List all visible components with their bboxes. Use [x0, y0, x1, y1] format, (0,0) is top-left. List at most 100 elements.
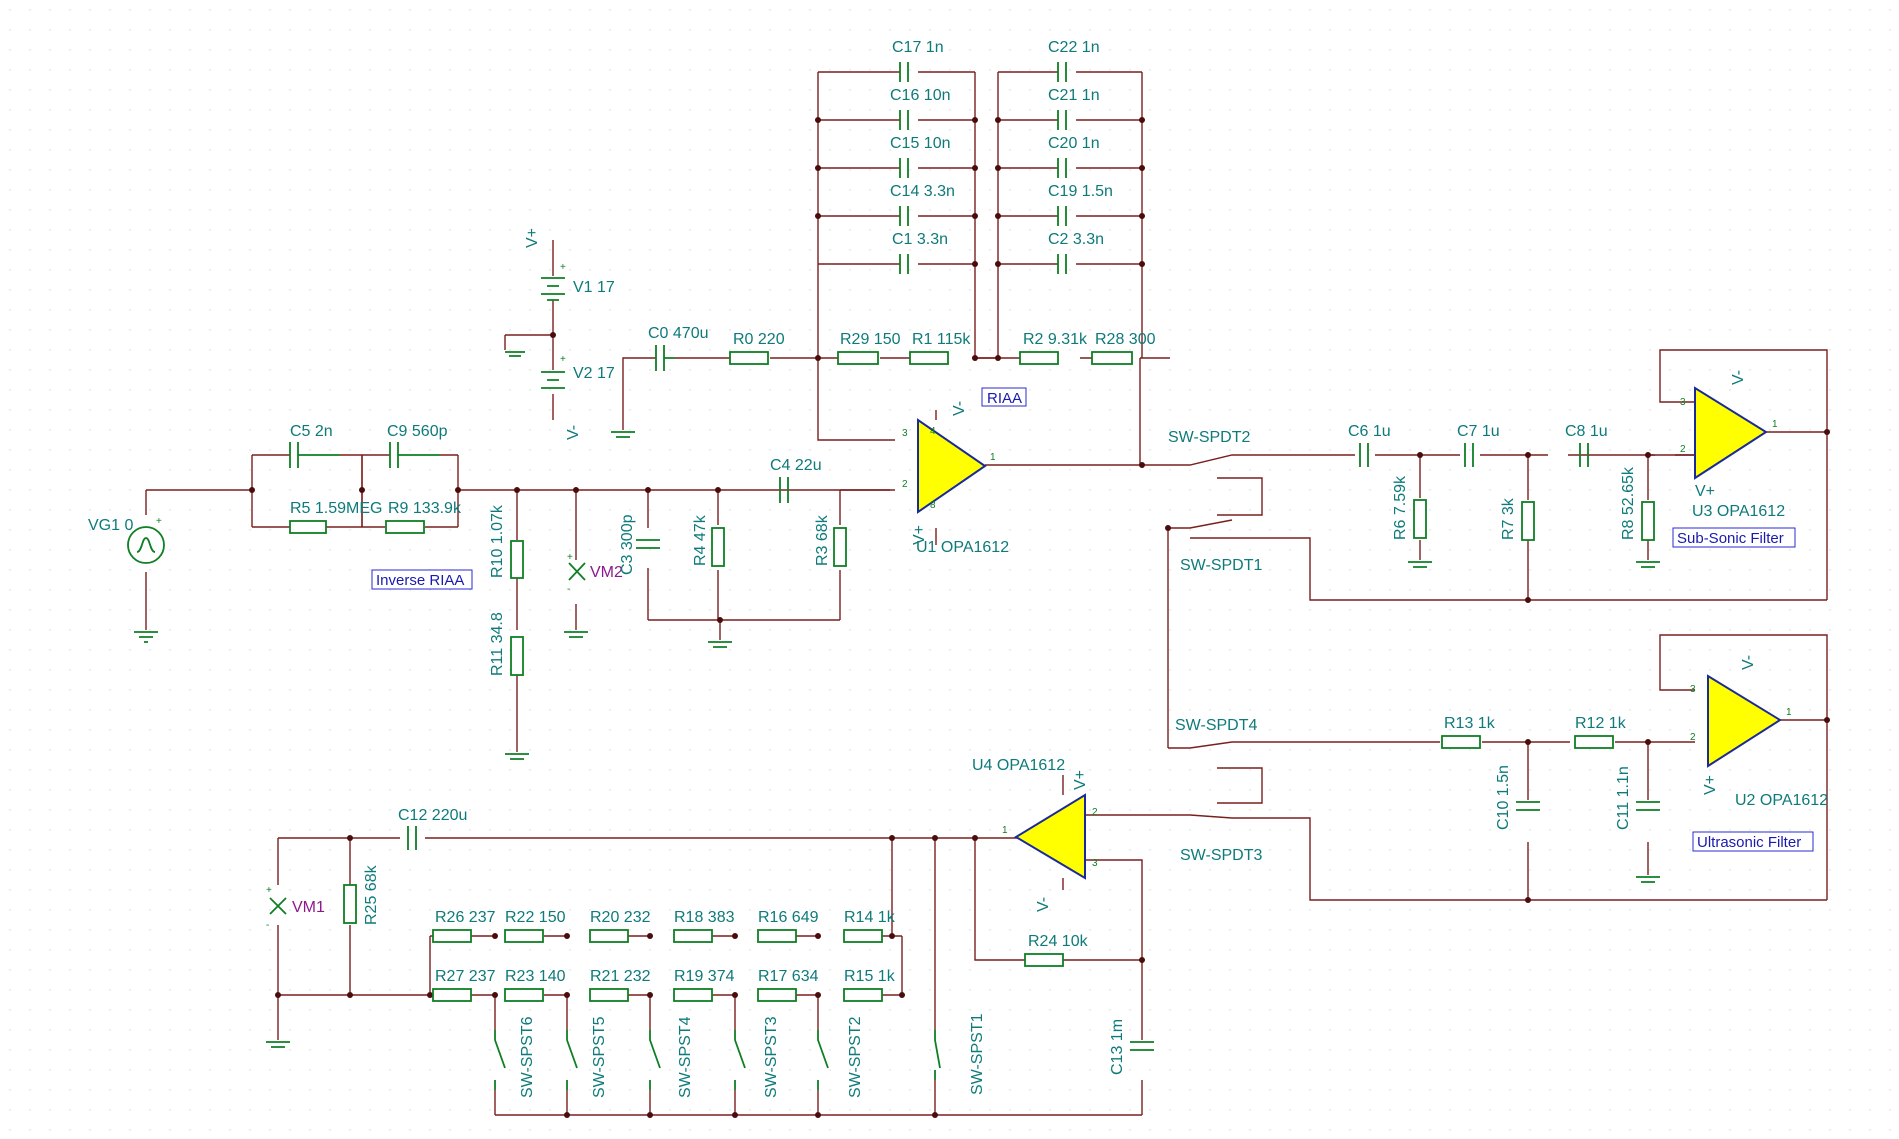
resistor-r10: [510, 540, 524, 579]
resistor-r2: [1019, 351, 1059, 365]
r20-label: R20 232: [590, 909, 651, 926]
r14-label: R14 1k: [844, 909, 896, 926]
resistor-r1: [909, 351, 949, 365]
sw-spdt3-label: SW-SPDT3: [1180, 847, 1262, 864]
sw-spst6-label: SW-SPST6: [519, 1016, 536, 1098]
r25-label: R25 68k: [363, 864, 380, 925]
sw-spst5-label: SW-SPST5: [591, 1016, 608, 1098]
resistor-r5: [289, 520, 327, 534]
rail-vminus-u1: V-: [951, 401, 968, 416]
r12-label: R12 1k: [1575, 715, 1627, 732]
ground-symbols: [134, 351, 1660, 1048]
capacitor-c0: [655, 345, 675, 371]
svg-text:3: 3: [1680, 397, 1686, 408]
r1-label: R1 115k: [912, 331, 971, 348]
r7-label: R7 3k: [1500, 497, 1517, 540]
r0-label: R0 220: [733, 331, 785, 348]
resistor-r24: [1024, 953, 1064, 967]
switch-spst1: [934, 1030, 941, 1080]
inverse-riaa-block-label: Inverse RIAA: [376, 572, 464, 589]
capacitor-c13: [1130, 1041, 1154, 1051]
c11-label: C11 1.1n: [1615, 766, 1632, 830]
subsonic-block-label: Sub-Sonic Filter: [1677, 530, 1784, 547]
riaa-block-label: RIAA: [987, 390, 1022, 407]
resistor-r4: [711, 527, 725, 567]
r22-label: R22 150: [505, 909, 566, 926]
capacitor-c8: [1579, 443, 1589, 467]
resistor-r23: [504, 988, 544, 1002]
r8-label: R8 52.65k: [1620, 466, 1637, 540]
r5-label: R5 1.59MEG: [290, 500, 382, 517]
c8-label: C8 1u: [1565, 423, 1608, 440]
rail-vplus-u4: V+: [1072, 770, 1089, 790]
battery-v1: +: [541, 262, 566, 301]
resistor-r25: [343, 884, 357, 924]
svg-text:+: +: [560, 262, 566, 273]
resistor-r12: [1574, 735, 1614, 749]
resistor-r17: [757, 988, 797, 1002]
c17-label: C17 1n: [892, 39, 944, 56]
r27-label: R27 237: [435, 968, 496, 985]
capacitor-c11: [1636, 801, 1660, 811]
capacitor-c22: [1057, 62, 1067, 82]
capacitor-c17: [899, 62, 909, 82]
switch-spst4: [649, 1030, 661, 1090]
svg-text:-: -: [266, 920, 269, 931]
svg-text:3: 3: [902, 428, 908, 439]
r15-label: R15 1k: [844, 968, 896, 985]
r17-label: R17 634: [758, 968, 819, 985]
r3-label: R3 68k: [814, 514, 831, 566]
rail-vminus-mid: V-: [565, 425, 582, 440]
resistor-r26: [432, 929, 472, 943]
c6-label: C6 1u: [1348, 423, 1391, 440]
v2-label: V2 17: [573, 365, 615, 382]
capacitor-c20: [1057, 158, 1067, 178]
resistor-r6: [1413, 499, 1427, 539]
resistor-r22: [504, 929, 544, 943]
r19-label: R19 374: [674, 968, 735, 985]
c1-label: C1 3.3n: [892, 231, 948, 248]
sw-spdt4-label: SW-SPDT4: [1175, 717, 1257, 734]
svg-text:+: +: [266, 885, 272, 896]
u1-label: U1 OPA1612: [916, 539, 1009, 556]
capacitor-c5: [289, 442, 340, 468]
sw-spst1-label: SW-SPST1: [969, 1013, 986, 1095]
r21-label: R21 232: [590, 968, 651, 985]
rail-vplus-top: V+: [524, 228, 541, 248]
svg-text:2: 2: [1092, 807, 1098, 818]
opamp-u3: 3 2 1: [1680, 386, 1778, 480]
r6-label: R6 7.59k: [1392, 475, 1409, 540]
c4-label: C4 22u: [770, 457, 822, 474]
sw-spst2-label: SW-SPST2: [847, 1016, 864, 1098]
rail-vplus-u2: V+: [1702, 775, 1719, 795]
svg-text:+: +: [567, 552, 573, 563]
switch-spst2: [817, 1030, 829, 1090]
r24-label: R24 10k: [1028, 933, 1089, 950]
svg-text:3: 3: [1690, 684, 1696, 695]
u2-label: U2 OPA1612: [1735, 792, 1828, 809]
resistor-r0: [729, 351, 769, 365]
ground-icon: [505, 753, 529, 760]
c0-label: C0 470u: [648, 325, 709, 342]
svg-text:8: 8: [930, 500, 936, 511]
r9-label: R9 133.9k: [388, 500, 462, 517]
switch-spst5: [566, 1030, 578, 1090]
capacitor-c21: [1057, 110, 1067, 130]
c10-label: C10 1.5n: [1495, 765, 1512, 830]
capacitor-c14: [899, 206, 909, 226]
inverse-riaa-block-box: [371, 569, 473, 590]
source-vg1: +: [127, 516, 165, 564]
svg-text:1: 1: [990, 452, 996, 463]
resistor-r28: [1091, 351, 1133, 365]
resistor-r13: [1441, 735, 1481, 749]
capacitor-c12: [407, 826, 417, 850]
ground-icon: [1636, 876, 1660, 883]
rail-vplus-u3: V+: [1695, 483, 1715, 500]
subsonic-block-box: [1672, 527, 1796, 548]
resistor-r21: [589, 988, 629, 1002]
capacitor-c6: [1359, 443, 1369, 467]
u4-label: U4 OPA1612: [972, 757, 1065, 774]
rail-vplus-u1: V+: [911, 525, 928, 545]
ground-icon: [708, 641, 732, 648]
capacitor-c16: [899, 110, 909, 130]
